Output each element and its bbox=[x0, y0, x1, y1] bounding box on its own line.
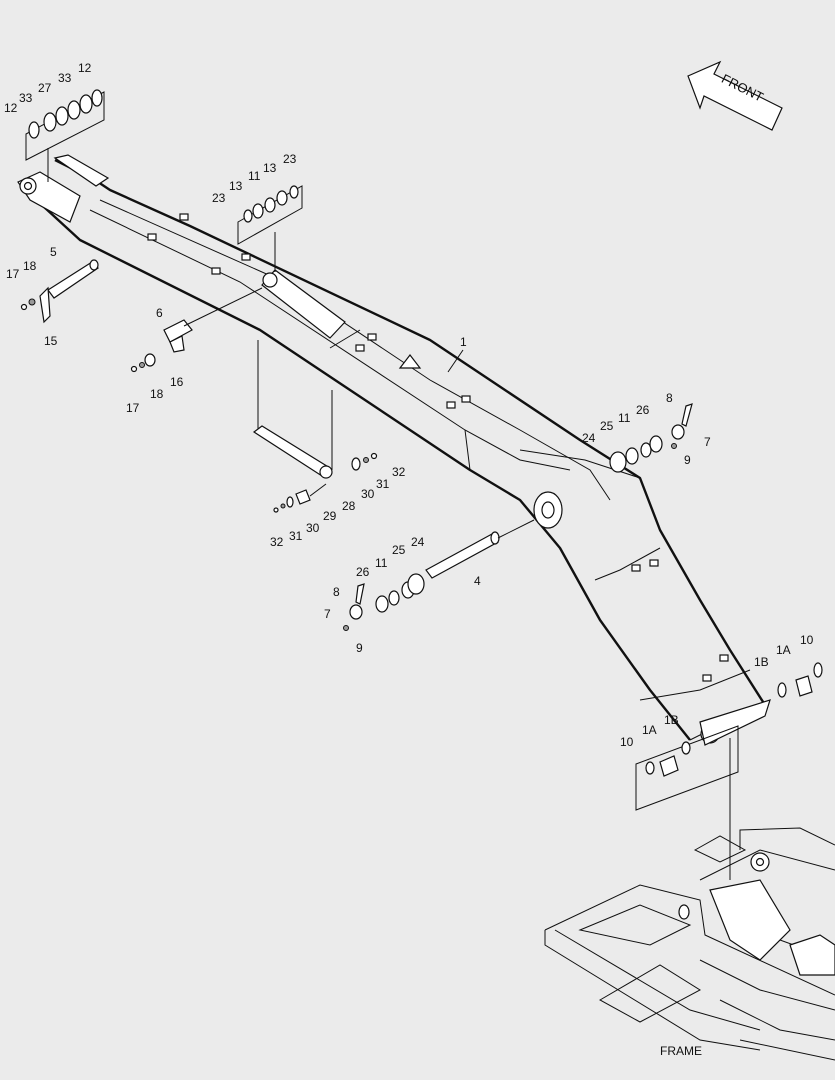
callout-17: 17 bbox=[6, 267, 20, 281]
bushing-set-right bbox=[777, 662, 823, 698]
callout-23: 23 bbox=[283, 152, 297, 166]
callout-13: 13 bbox=[263, 161, 277, 175]
callout-27: 27 bbox=[38, 81, 52, 95]
callout-1B: 1B bbox=[664, 713, 679, 727]
front-arrow-icon: FRONT bbox=[687, 60, 783, 131]
callout-9: 9 bbox=[684, 453, 691, 467]
callout-32: 32 bbox=[270, 535, 284, 549]
callout-24: 24 bbox=[411, 535, 425, 549]
pin-4-group bbox=[425, 519, 535, 579]
callout-8: 8 bbox=[666, 391, 673, 405]
callout-15: 15 bbox=[44, 334, 58, 348]
callout-33: 33 bbox=[58, 71, 72, 85]
callout-13: 13 bbox=[229, 179, 243, 193]
callout-7: 7 bbox=[704, 435, 711, 449]
callout-33: 33 bbox=[19, 91, 33, 105]
callout-30: 30 bbox=[361, 487, 375, 501]
callout-9: 9 bbox=[356, 641, 363, 655]
callout-25: 25 bbox=[392, 543, 406, 557]
pin-5-group bbox=[20, 259, 99, 324]
callout-31: 31 bbox=[376, 477, 390, 491]
callout-1A: 1A bbox=[776, 643, 791, 657]
callout-32: 32 bbox=[392, 465, 406, 479]
callout-26: 26 bbox=[356, 565, 370, 579]
boom-assembly bbox=[17, 154, 771, 746]
callout-18: 18 bbox=[150, 387, 164, 401]
callout-8: 8 bbox=[333, 585, 340, 599]
callout-10: 10 bbox=[620, 735, 634, 749]
callout-30: 30 bbox=[306, 521, 320, 535]
callout-7: 7 bbox=[324, 607, 331, 621]
callout-1A: 1A bbox=[642, 723, 657, 737]
callout-28: 28 bbox=[342, 499, 356, 513]
pin-28-group bbox=[252, 425, 378, 513]
callout-1: 1 bbox=[460, 335, 467, 349]
bushing-set-left bbox=[635, 725, 739, 880]
callout-26: 26 bbox=[636, 403, 650, 417]
callout-11: 11 bbox=[248, 169, 261, 183]
washer-kit-top-middle bbox=[237, 185, 303, 245]
washer-set-right bbox=[609, 403, 693, 473]
callout-6: 6 bbox=[156, 306, 163, 320]
callout-11: 11 bbox=[375, 556, 388, 570]
callout-4: 4 bbox=[474, 574, 481, 588]
pin-6-group bbox=[130, 287, 263, 373]
callout-17: 17 bbox=[126, 401, 140, 415]
washer-set-left bbox=[343, 573, 425, 631]
callout-12: 12 bbox=[4, 101, 18, 115]
callout-16: 16 bbox=[170, 375, 184, 389]
callout-5: 5 bbox=[50, 245, 57, 259]
washer-kit-top-left bbox=[25, 89, 105, 161]
callout-25: 25 bbox=[600, 419, 614, 433]
callout-12: 12 bbox=[78, 61, 92, 75]
callout-1B: 1B bbox=[754, 655, 769, 669]
callout-24: 24 bbox=[582, 431, 596, 445]
frame-label: FRAME bbox=[660, 1044, 702, 1058]
callout-10: 10 bbox=[800, 633, 814, 647]
callout-18: 18 bbox=[23, 259, 37, 273]
upper-frame bbox=[544, 827, 835, 1061]
callout-23: 23 bbox=[212, 191, 226, 205]
callout-11: 11 bbox=[618, 411, 631, 425]
callout-29: 29 bbox=[323, 509, 337, 523]
callout-31: 31 bbox=[289, 529, 303, 543]
